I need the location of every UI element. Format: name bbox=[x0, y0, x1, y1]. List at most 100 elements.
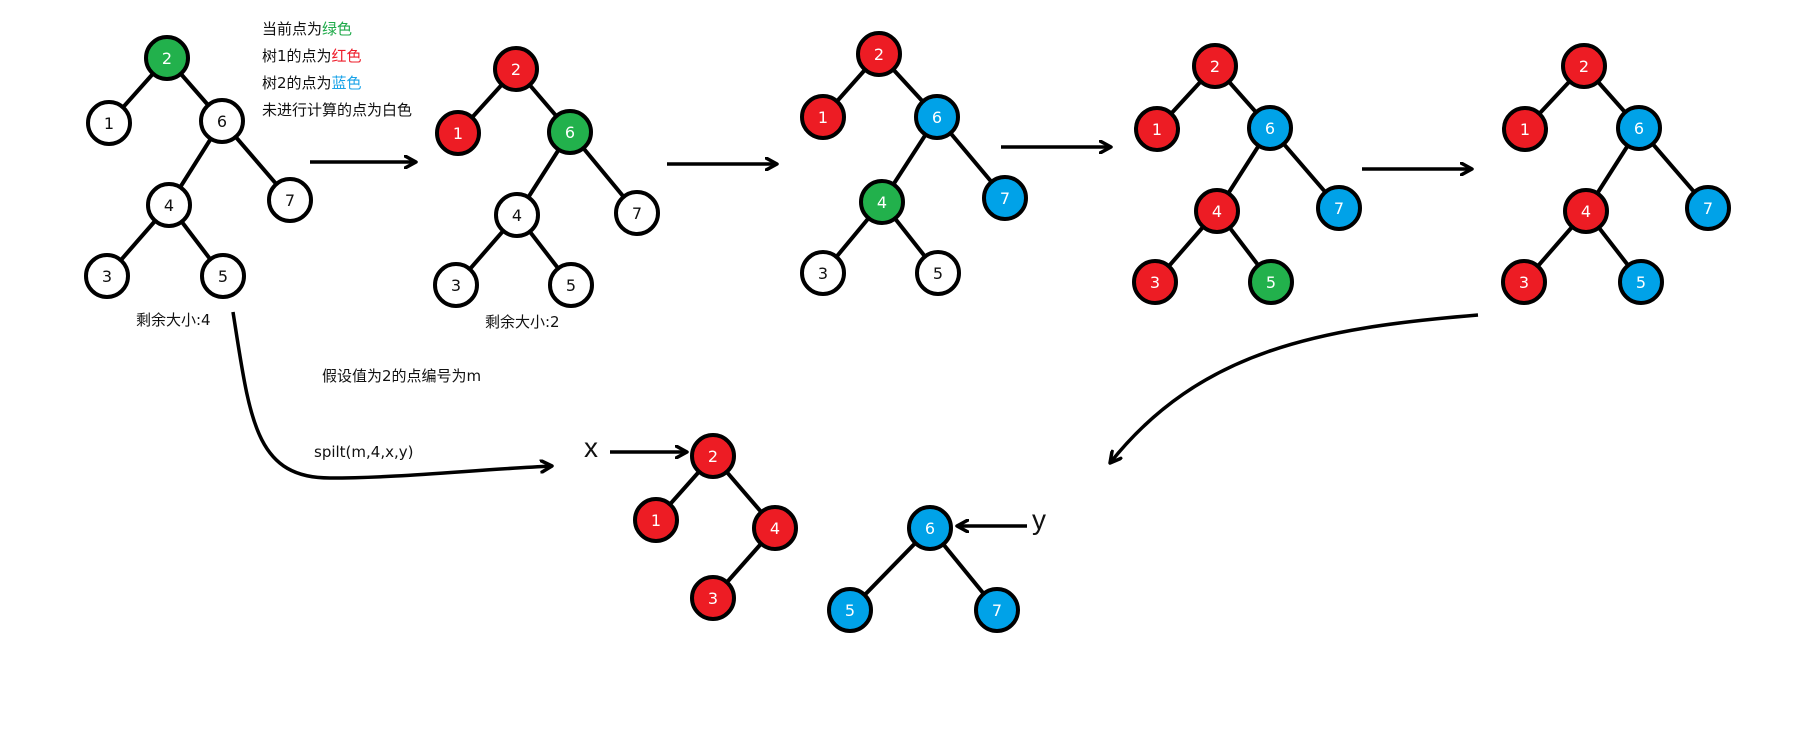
tree-node-1: 1 bbox=[633, 497, 679, 543]
node-label: 1 bbox=[818, 108, 828, 127]
node-circle bbox=[914, 94, 960, 140]
node-label: 7 bbox=[1703, 199, 1713, 218]
node-label: 1 bbox=[1152, 120, 1162, 139]
node-circle bbox=[752, 505, 798, 551]
node-label: 3 bbox=[102, 267, 112, 286]
tree-node-6: 6 bbox=[547, 109, 593, 155]
y-variable-label: y bbox=[1032, 504, 1046, 535]
arrow-result-to-y bbox=[1110, 313, 1479, 463]
tree-node-6: 6 bbox=[1616, 105, 1662, 151]
node-circle bbox=[1134, 106, 1180, 152]
tree-node-2: 2 bbox=[856, 31, 902, 77]
tree-node-1: 1 bbox=[800, 94, 846, 140]
tree-node-6: 6 bbox=[1247, 105, 1293, 151]
node-circle bbox=[84, 253, 130, 299]
legend-red-word: 红色 bbox=[331, 47, 362, 65]
tree-node-4: 4 bbox=[752, 505, 798, 551]
node-circle bbox=[800, 94, 846, 140]
tree-node-7: 7 bbox=[982, 175, 1028, 221]
node-label: 5 bbox=[845, 601, 855, 620]
tree-node-2: 2 bbox=[1561, 43, 1607, 89]
node-circle bbox=[1316, 185, 1362, 231]
tree-node-1: 1 bbox=[1502, 106, 1548, 152]
tree-node-4: 4 bbox=[494, 192, 540, 238]
node-label: 4 bbox=[512, 206, 522, 225]
legend-line2-text: 树1的点为 bbox=[262, 47, 332, 65]
tree-node-6: 6 bbox=[907, 505, 953, 551]
node-label: 2 bbox=[511, 60, 521, 79]
tree-node-5: 5 bbox=[200, 253, 246, 299]
node-label: 3 bbox=[708, 589, 718, 608]
node-circle bbox=[267, 177, 313, 223]
node-circle bbox=[614, 190, 660, 236]
node-circle bbox=[144, 35, 190, 81]
tree-node-3: 3 bbox=[433, 262, 479, 308]
node-circle bbox=[907, 505, 953, 551]
node-circle bbox=[827, 587, 873, 633]
node-circle bbox=[859, 179, 905, 225]
node-circle bbox=[633, 497, 679, 543]
node-label: 7 bbox=[992, 601, 1002, 620]
tree-node-7: 7 bbox=[974, 587, 1020, 633]
node-circle bbox=[915, 250, 961, 296]
node-label: 7 bbox=[1000, 189, 1010, 208]
remaining-size-label-1: 剩余大小:4 bbox=[136, 311, 211, 329]
node-label: 6 bbox=[1634, 119, 1644, 138]
node-label: 5 bbox=[1636, 273, 1646, 292]
node-label: 4 bbox=[1212, 202, 1222, 221]
node-label: 2 bbox=[1579, 57, 1589, 76]
node-label: 1 bbox=[1520, 120, 1530, 139]
node-circle bbox=[493, 46, 539, 92]
node-label: 1 bbox=[453, 124, 463, 143]
tree-node-3: 3 bbox=[690, 575, 736, 621]
tree-node-7: 7 bbox=[1685, 185, 1731, 231]
node-label: 6 bbox=[925, 519, 935, 538]
node-circle bbox=[1502, 106, 1548, 152]
node-label: 3 bbox=[1519, 273, 1529, 292]
node-label: 2 bbox=[874, 45, 884, 64]
node-circle bbox=[435, 110, 481, 156]
tree-node-2: 2 bbox=[1192, 43, 1238, 89]
tree-stage-5: 2 1 6 4 7 3 5 bbox=[1501, 43, 1731, 305]
node-label: 4 bbox=[877, 193, 887, 212]
legend-tree2-node: 树2的点为蓝色 bbox=[262, 72, 362, 93]
node-circle bbox=[1501, 259, 1547, 305]
split-call-label: spilt(m,4,x,y) bbox=[314, 443, 414, 461]
node-label: 6 bbox=[932, 108, 942, 127]
node-circle bbox=[1194, 188, 1240, 234]
tree-node-4: 4 bbox=[1563, 188, 1609, 234]
node-circle bbox=[690, 433, 736, 479]
tree-node-5: 5 bbox=[915, 250, 961, 296]
tree-node-1: 1 bbox=[1134, 106, 1180, 152]
node-label: 2 bbox=[1210, 57, 1220, 76]
node-label: 7 bbox=[285, 191, 295, 210]
node-label: 6 bbox=[1265, 119, 1275, 138]
node-label: 5 bbox=[933, 264, 943, 283]
node-label: 7 bbox=[632, 204, 642, 223]
node-circle bbox=[146, 182, 192, 228]
node-circle bbox=[800, 250, 846, 296]
tree-node-2: 2 bbox=[144, 35, 190, 81]
node-circle bbox=[1618, 259, 1664, 305]
tree-node-7: 7 bbox=[267, 177, 313, 223]
node-label: 5 bbox=[1266, 273, 1276, 292]
node-circle bbox=[433, 262, 479, 308]
tree-node-6: 6 bbox=[199, 98, 245, 144]
node-circle bbox=[547, 109, 593, 155]
tree-node-3: 3 bbox=[84, 253, 130, 299]
tree-node-7: 7 bbox=[614, 190, 660, 236]
node-circle bbox=[200, 253, 246, 299]
tree-node-4: 4 bbox=[146, 182, 192, 228]
legend-green-word: 绿色 bbox=[322, 20, 353, 38]
arrows bbox=[231, 147, 1479, 526]
node-label: 4 bbox=[770, 519, 780, 538]
tree-node-7: 7 bbox=[1316, 185, 1362, 231]
node-label: 5 bbox=[566, 276, 576, 295]
node-circle bbox=[548, 262, 594, 308]
legend-line3-text: 树2的点为 bbox=[262, 74, 332, 92]
legend-current-node: 当前点为绿色 bbox=[262, 18, 352, 39]
node-circle bbox=[494, 192, 540, 238]
tree-node-2: 2 bbox=[690, 433, 736, 479]
